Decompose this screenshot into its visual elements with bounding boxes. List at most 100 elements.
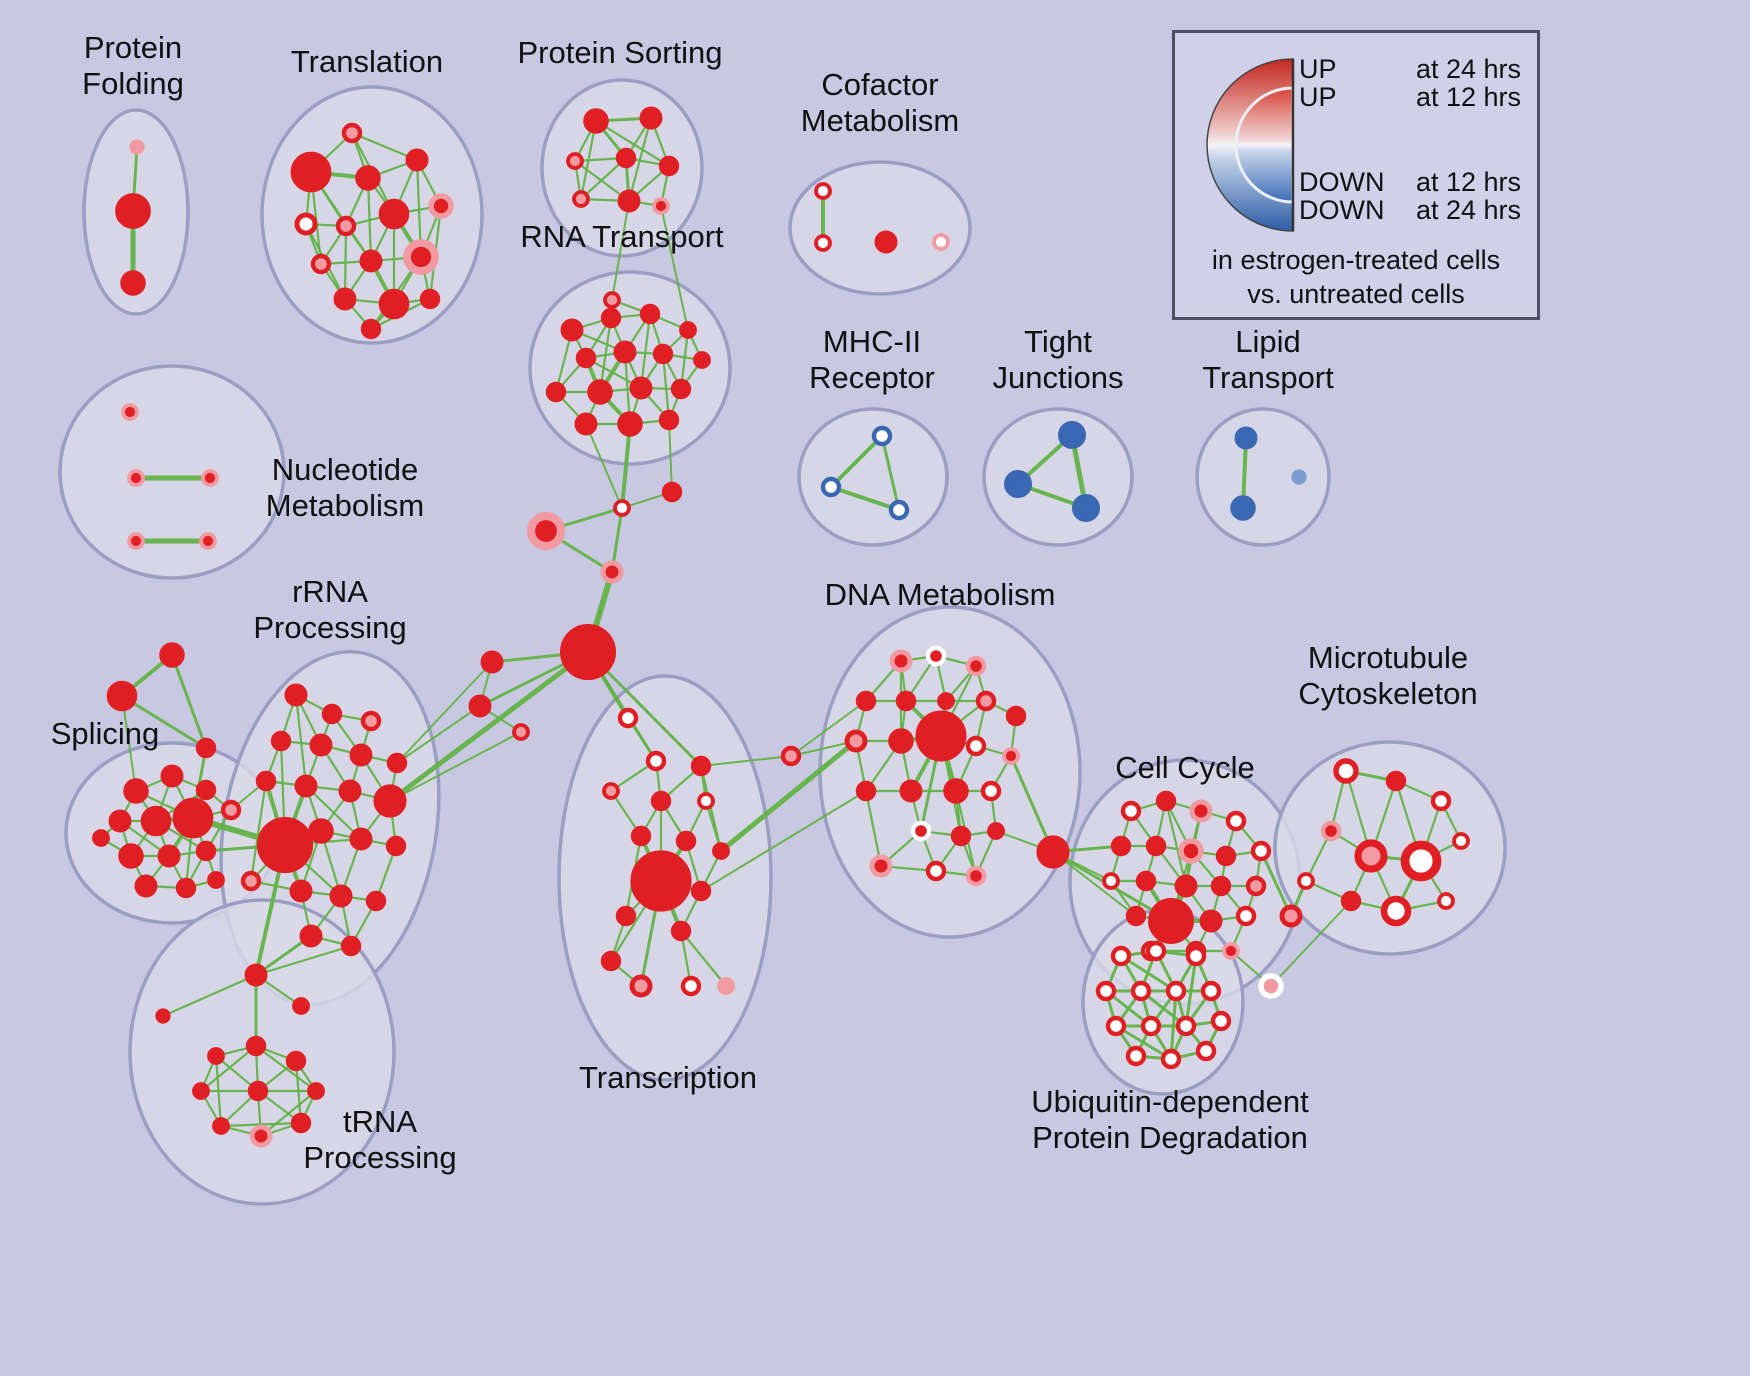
network-node-trna-processing [192,1082,210,1100]
network-node-splicing [160,764,184,788]
network-node-dna-metabolism [965,655,987,677]
network-node-translation [405,148,429,172]
network-node-splicing [175,877,197,899]
network-link-rna-transport-central [620,422,632,510]
network-node-dna-metabolism [975,690,997,712]
network-edge-trna-processing [161,973,258,1018]
network-node-rrna-processing [365,890,387,912]
network-node-tight-junctions [1057,420,1087,450]
network-node-transcription [600,950,622,972]
cluster-label-rna-transport: RNA Transport [520,219,724,254]
network-edge-trna-processing [219,1121,303,1128]
network-link-rna-transport-central [668,419,673,493]
network-node-rna-transport [545,381,567,403]
network-edge-protein-sorting [594,119,671,168]
network-node-rrna-processing [349,827,373,851]
network-node-microtubule-cytoskeleton [1380,895,1412,927]
network-edge-mhc-ii-receptor [880,434,901,512]
network-node-microtubule-cytoskeleton [1430,790,1452,812]
network-node-rrna-processing [309,733,333,757]
network-node-central [559,623,617,681]
network-node-tight-junctions [1003,469,1033,499]
network-node-translation [341,122,363,144]
network-node-cell-cycle [1178,838,1204,864]
network-node-dna-metabolism [895,690,917,712]
network-node-trna-processing [244,963,268,987]
network-node-mhc-ii-receptor [820,476,842,498]
network-node-trna-processing [212,1117,230,1135]
network-node-translation [419,288,441,310]
network-link-dna-metabolism-central [1009,754,1055,854]
network-node-central [512,723,530,741]
network-node-dna-metabolism [889,649,913,673]
network-node-rrna-processing [256,816,314,874]
network-link-protein-sorting-rna-transport [660,205,689,331]
network-node-protein-sorting [615,147,637,169]
network-link-central-rrna-processing [396,705,481,764]
network-node-rrna-processing [255,770,277,792]
network-node-trna-processing [245,1035,267,1057]
network-edge-transcription [679,929,728,988]
cluster-ellipse-cofactor-metabolism [788,160,972,296]
network-node-cell-cycle [1102,872,1120,890]
network-node-cell-cycle [1120,800,1142,822]
network-node-rrna-processing [338,779,362,803]
network-edge-rna-transport [639,312,652,390]
network-node-transcription [675,830,697,852]
cluster-label-protein-folding: Protein [84,30,182,65]
network-node-cell-cycle [1250,840,1272,862]
network-node-translation [355,165,381,191]
legend-up24-time: at 24 hrs [1415,54,1521,84]
network-node-microtubule-cytoskeleton [1385,770,1407,792]
cluster-label-lipid-transport: Transport [1202,360,1334,395]
network-node-protein-sorting [658,155,680,177]
network-node-rrna-processing [289,879,313,903]
network-node-rrna-processing [349,743,373,767]
network-node-microtubule-cytoskeleton [1437,892,1455,910]
network-node-central [1258,973,1284,999]
network-node-translation [378,288,410,320]
network-link-central-dna-metabolism [790,700,867,757]
network-node-protein-folding [120,270,146,296]
cluster-label-trna-processing: tRNA [343,1104,417,1139]
network-node-rna-transport [629,376,653,400]
network-node-translation [294,212,318,236]
network-node-central [600,560,624,584]
network-node-transcription [645,750,667,772]
network-edge-rna-transport [661,352,671,422]
network-node-rna-transport [693,351,711,369]
network-edge-trna-processing [214,1054,223,1128]
cluster-label-cofactor-metabolism: Metabolism [801,103,960,138]
network-node-trna-processing [285,1050,307,1072]
cluster-label-splicing: Splicing [51,716,160,751]
cluster-ellipse-nucleotide-metabolism [58,364,286,580]
network-node-microtubule-cytoskeleton [1320,820,1342,842]
network-node-rrna-processing [329,884,353,908]
network-node-protein-folding [129,139,145,155]
network-node-ubiquitin [1165,980,1187,1002]
network-node-microtubule-cytoskeleton [1354,839,1388,873]
network-node-nucleotide-metabolism [127,469,145,487]
network-node-rna-transport [587,379,613,405]
network-edge-protein-sorting [627,116,653,203]
legend-row-up-24: UP at 24 hrs [1299,54,1521,85]
network-node-ubiquitin [1095,980,1117,1002]
network-node-rrna-processing [240,870,262,892]
network-node-translation [403,239,439,275]
network-node-translation [335,215,357,237]
network-link-central-rrna-processing [396,661,493,764]
network-node-lipid-transport [1230,495,1256,521]
network-node-protein-folding [115,193,151,229]
network-node-microtubule-cytoskeleton [1297,872,1315,890]
network-node-dna-metabolism [937,692,955,710]
network-edge-ubiquitin [1114,1024,1173,1061]
network-edge-trna-processing [254,1044,318,1093]
network-node-cell-cycle [1148,898,1194,944]
cluster-label-dna-metabolism: DNA Metabolism [825,577,1056,612]
network-node-central [159,642,185,668]
network-node-cofactor-metabolism [874,230,898,254]
network-link-protein-sorting-rna-transport [611,200,630,301]
network-node-dna-metabolism [1002,747,1020,765]
network-node-cell-cycle [1210,875,1232,897]
network-node-trna-processing [292,997,310,1015]
